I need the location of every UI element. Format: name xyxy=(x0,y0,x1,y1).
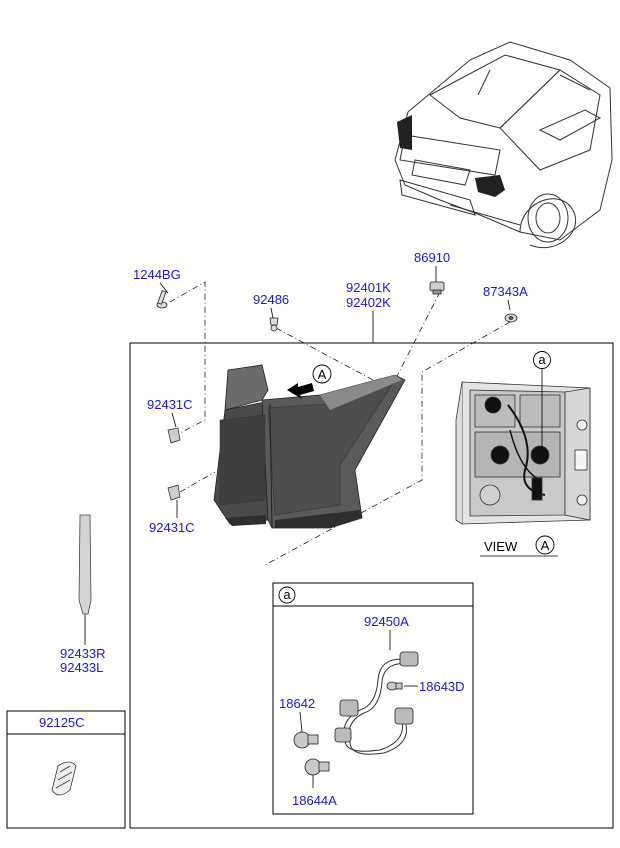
label-92401K: 92401K xyxy=(346,280,391,295)
detail-leaders xyxy=(299,630,418,788)
label-92433R: 92433R xyxy=(60,646,106,661)
view-a-caption-word: VIEW xyxy=(484,539,518,554)
callout-letter-a-view: a xyxy=(538,352,546,367)
arrow-left-icon xyxy=(287,383,314,399)
clip-icon xyxy=(269,317,279,332)
label-1244BG: 1244BG xyxy=(133,267,181,282)
leader-lines xyxy=(84,266,511,645)
wiring-harness xyxy=(343,658,414,755)
detail-box-a xyxy=(272,582,474,815)
grommet-icon xyxy=(429,281,445,295)
label-18642: 18642 xyxy=(279,696,315,711)
label-86910: 86910 xyxy=(414,250,450,265)
car-right-taillamp xyxy=(475,175,505,197)
view-a-caption-circle xyxy=(535,535,555,555)
trim-strip-92433 xyxy=(78,514,92,615)
clip-icon xyxy=(167,427,181,501)
bulb-icon xyxy=(293,681,403,776)
pad-icon xyxy=(51,761,77,796)
car-left-taillamp xyxy=(397,115,412,150)
label-18643D: 18643D xyxy=(419,679,465,694)
callout-letter-A: A xyxy=(318,367,327,382)
tail-lamp-assembly xyxy=(213,364,406,529)
label-92431C-top: 92431C xyxy=(147,397,193,412)
main-panel-frame xyxy=(129,342,614,829)
label-87343A: 87343A xyxy=(483,284,528,299)
label-92402K: 92402K xyxy=(346,295,391,310)
socket-icon xyxy=(334,651,419,743)
label-92125C: 92125C xyxy=(39,715,85,730)
view-a-caption-letter: A xyxy=(541,538,550,553)
callout-circle-a-view xyxy=(533,351,551,369)
label-18644A: 18644A xyxy=(292,793,337,808)
label-92450A: 92450A xyxy=(364,614,409,629)
label-92486: 92486 xyxy=(253,292,289,307)
detail-box-a-circle xyxy=(278,586,296,604)
screw-icon xyxy=(156,290,168,309)
callout-circle-A xyxy=(312,364,332,384)
detail-box-a-letter: a xyxy=(283,587,291,602)
label-92431C-bottom: 92431C xyxy=(149,520,195,535)
dash-dot-lines xyxy=(169,281,511,566)
view-a-housing xyxy=(455,381,591,525)
car-rear-icon xyxy=(394,41,613,249)
label-92433L: 92433L xyxy=(60,660,103,675)
box-92125C xyxy=(6,710,126,829)
nut-icon xyxy=(504,313,518,323)
